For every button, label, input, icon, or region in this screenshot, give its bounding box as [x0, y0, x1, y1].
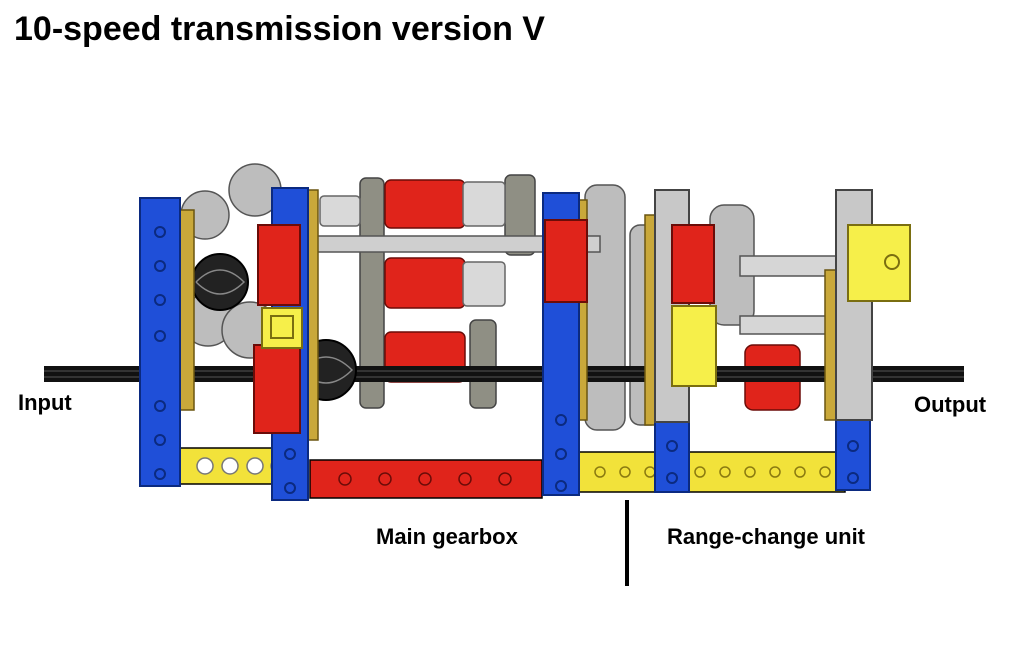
red-connectors	[253, 219, 715, 434]
main-gearbox-label: Main gearbox	[376, 524, 518, 549]
section-divider	[625, 500, 629, 586]
output-label: Output	[914, 392, 987, 417]
input-label: Input	[18, 390, 72, 415]
page-title: 10-speed transmission version V	[14, 10, 545, 48]
range-lower-shaft	[739, 315, 831, 335]
universal-joint-upper	[191, 253, 249, 311]
range-change-unit-label: Range-change unit	[667, 524, 866, 549]
